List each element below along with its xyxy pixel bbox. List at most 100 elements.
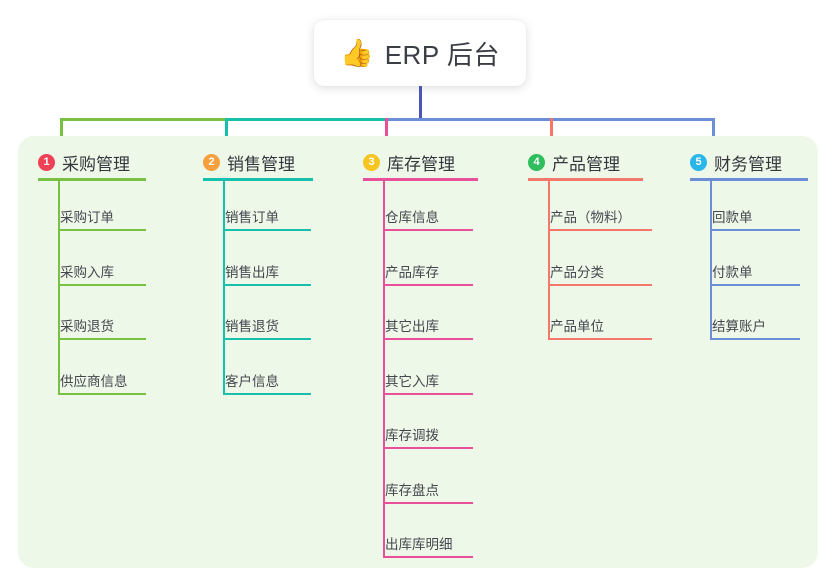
leaf-item-label: 产品单位 bbox=[550, 319, 604, 334]
branch-header-产品管理[interactable]: 4 产品管理 bbox=[528, 150, 620, 175]
leaf-item-underline bbox=[58, 338, 146, 340]
leaf-item-underline bbox=[710, 283, 800, 286]
root-node-title: ERP 后台 bbox=[384, 39, 500, 70]
leaf-item[interactable]: 其它入库 bbox=[363, 367, 477, 395]
leaf-item-label: 库存调拨 bbox=[385, 428, 439, 443]
leaf-item[interactable]: 回款单 bbox=[690, 203, 804, 231]
leaf-item-label: 客户信息 bbox=[225, 373, 279, 389]
leaf-item[interactable]: 销售退货 bbox=[203, 312, 315, 340]
branch-number-badge: 3 bbox=[363, 154, 380, 171]
leaf-item-label: 出库库明细 bbox=[385, 537, 453, 552]
leaf-item[interactable]: 产品（物料） bbox=[528, 203, 656, 231]
leaf-item[interactable]: 出库库明细 bbox=[363, 530, 477, 558]
branches-panel bbox=[18, 136, 818, 568]
leaf-item-label: 采购退货 bbox=[60, 319, 114, 334]
leaf-item-underline bbox=[548, 229, 652, 231]
leaf-item-underline bbox=[58, 229, 146, 231]
branch-header-采购管理[interactable]: 1 采购管理 bbox=[38, 150, 130, 175]
leaf-item-label: 其它出库 bbox=[385, 319, 439, 334]
leaf-item-underline bbox=[223, 283, 311, 286]
leaf-item[interactable]: 采购退货 bbox=[38, 312, 150, 340]
leaf-item[interactable]: 采购入库 bbox=[38, 258, 150, 286]
leaf-item-label: 付款单 bbox=[712, 264, 753, 280]
leaf-item-label: 采购订单 bbox=[60, 210, 114, 225]
branch-header-库存管理[interactable]: 3 库存管理 bbox=[363, 150, 455, 175]
leaf-item-underline bbox=[223, 392, 311, 395]
leaf-item-label: 回款单 bbox=[712, 210, 753, 225]
leaf-item-underline bbox=[383, 501, 473, 504]
leaf-item-underline bbox=[383, 556, 473, 558]
leaf-item-underline bbox=[58, 283, 146, 286]
leaf-item-label: 采购入库 bbox=[60, 264, 114, 280]
leaf-item[interactable]: 销售出库 bbox=[203, 258, 315, 286]
leaf-item[interactable]: 付款单 bbox=[690, 258, 804, 286]
leaf-item-underline bbox=[548, 338, 652, 340]
leaf-item-underline bbox=[710, 338, 800, 340]
leaf-item-underline bbox=[383, 229, 473, 231]
leaf-item[interactable]: 产品库存 bbox=[363, 258, 477, 286]
leaf-item-underline bbox=[223, 229, 311, 231]
leaf-item[interactable]: 销售订单 bbox=[203, 203, 315, 231]
branch-underline bbox=[38, 178, 146, 181]
branch-spine bbox=[548, 178, 550, 340]
leaf-item[interactable]: 产品分类 bbox=[528, 258, 656, 286]
thumbs-up-icon: 👍 bbox=[340, 37, 374, 68]
leaf-item-label: 结算账户 bbox=[712, 319, 766, 334]
branch-underline bbox=[690, 178, 808, 181]
stub-connector-2 bbox=[225, 118, 228, 148]
leaf-item-underline bbox=[710, 229, 800, 231]
branch-header-财务管理[interactable]: 5 财务管理 bbox=[690, 150, 782, 175]
stub-connector-5 bbox=[712, 118, 715, 148]
leaf-item-underline bbox=[383, 338, 473, 340]
branch-underline bbox=[528, 178, 643, 181]
branch-spine bbox=[223, 178, 225, 395]
leaf-item[interactable]: 供应商信息 bbox=[38, 367, 150, 395]
leaf-item-underline bbox=[58, 392, 146, 395]
bar-segment-2 bbox=[225, 118, 388, 121]
branch-number-badge: 5 bbox=[690, 154, 707, 171]
leaf-item-label: 销售订单 bbox=[225, 210, 279, 225]
leaf-item-label: 销售退货 bbox=[225, 319, 279, 334]
leaf-item-label: 产品分类 bbox=[550, 264, 604, 280]
leaf-item[interactable]: 其它出库 bbox=[363, 312, 477, 340]
branch-title-label: 销售管理 bbox=[227, 155, 295, 174]
branch-title-label: 采购管理 bbox=[62, 155, 130, 174]
leaf-item-label: 库存盘点 bbox=[385, 482, 439, 498]
leaf-item[interactable]: 库存调拨 bbox=[363, 421, 477, 449]
leaf-item[interactable]: 库存盘点 bbox=[363, 476, 477, 504]
branch-underline bbox=[363, 178, 478, 181]
branch-number-badge: 2 bbox=[203, 154, 220, 171]
branch-spine bbox=[710, 178, 712, 340]
leaf-item-label: 供应商信息 bbox=[60, 373, 128, 389]
stub-connector-3 bbox=[385, 118, 388, 148]
stub-connector-1 bbox=[60, 118, 63, 148]
leaf-item-underline bbox=[383, 447, 473, 449]
leaf-item[interactable]: 产品单位 bbox=[528, 312, 656, 340]
root-node-card[interactable]: 👍 ERP 后台 bbox=[314, 20, 526, 86]
branch-spine bbox=[383, 178, 385, 558]
leaf-item-underline bbox=[383, 392, 473, 395]
leaf-item-label: 产品库存 bbox=[385, 264, 439, 280]
leaf-item[interactable]: 结算账户 bbox=[690, 312, 804, 340]
branch-number-badge: 1 bbox=[38, 154, 55, 171]
stub-connector-4 bbox=[550, 118, 553, 148]
branch-title-label: 库存管理 bbox=[387, 155, 455, 174]
branch-number-badge: 4 bbox=[528, 154, 545, 171]
trunk-connector bbox=[419, 86, 422, 121]
branch-header-销售管理[interactable]: 2 销售管理 bbox=[203, 150, 295, 175]
leaf-item-underline bbox=[223, 338, 311, 340]
leaf-item-label: 其它入库 bbox=[385, 373, 439, 389]
leaf-item-underline bbox=[383, 283, 473, 286]
branch-title-label: 产品管理 bbox=[552, 155, 620, 174]
leaf-item[interactable]: 采购订单 bbox=[38, 203, 150, 231]
branch-underline bbox=[203, 178, 313, 181]
leaf-item-label: 仓库信息 bbox=[385, 210, 439, 225]
leaf-item[interactable]: 仓库信息 bbox=[363, 203, 477, 231]
bar-segment-1 bbox=[60, 118, 228, 121]
leaf-item[interactable]: 客户信息 bbox=[203, 367, 315, 395]
branch-spine bbox=[58, 178, 60, 395]
branch-title-label: 财务管理 bbox=[714, 155, 782, 174]
leaf-item-label: 销售出库 bbox=[225, 264, 279, 280]
leaf-item-label: 产品（物料） bbox=[550, 210, 631, 225]
